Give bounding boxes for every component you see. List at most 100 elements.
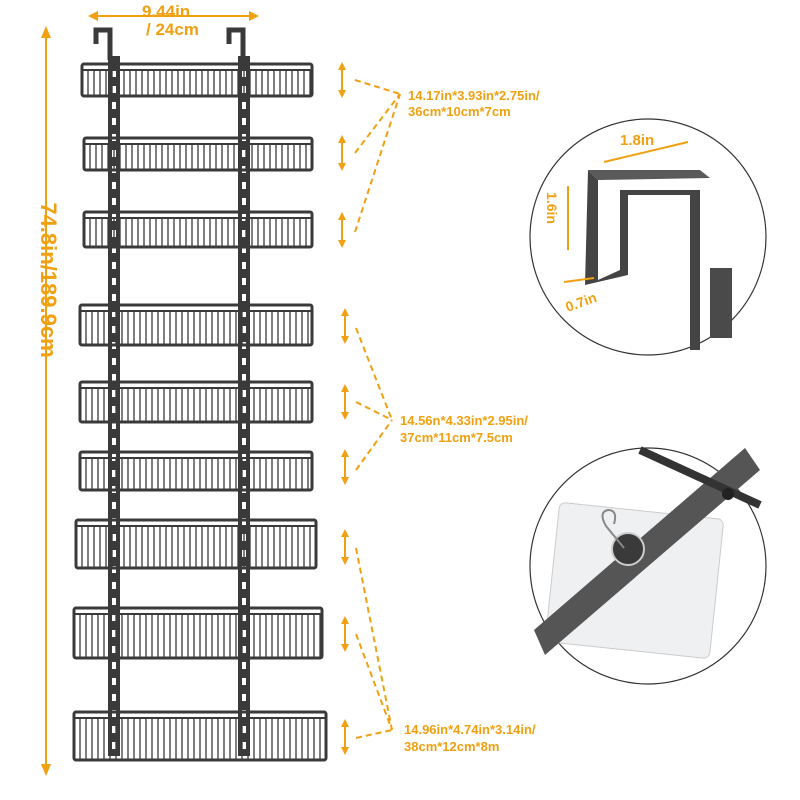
rail-hole <box>112 406 116 413</box>
rail-hole <box>112 262 116 269</box>
rail-hole <box>112 694 116 701</box>
height-arrowhead-bottom <box>41 764 51 776</box>
rail-hole <box>242 582 246 589</box>
rail-hole <box>242 406 246 413</box>
medium-basket-size-line2: 37cm*11cm*7.5cm <box>400 430 513 445</box>
rail-hole <box>242 694 246 701</box>
leader-line <box>354 93 401 233</box>
rail-hole <box>242 294 246 301</box>
basket-height-arrowhead <box>338 135 346 143</box>
basket-8 <box>72 606 324 660</box>
basket-height-arrowhead <box>338 240 346 248</box>
rail-hole <box>112 278 116 285</box>
rail-hole <box>112 534 116 541</box>
rail-hole <box>242 390 246 397</box>
hook-width-arrow <box>603 141 689 163</box>
hook-height-label-wrap: 1.6in <box>537 188 567 228</box>
height-arrowhead-top <box>41 26 51 38</box>
large-basket-size-line1: 14.96in*4.74in*3.14in/ <box>404 722 536 737</box>
height-label: 74.8in/189.9cm <box>36 202 61 358</box>
leader-line <box>355 401 393 421</box>
rail-hole <box>242 182 246 189</box>
rail-hole <box>112 182 116 189</box>
rail-hole <box>242 630 246 637</box>
rail-hole <box>112 646 116 653</box>
leader-line <box>354 79 401 95</box>
rail-hole <box>112 102 116 109</box>
hook-shape <box>585 170 700 350</box>
rail-hole <box>112 438 116 445</box>
rail-hole <box>112 310 116 317</box>
hook-height-label: 1.6in <box>544 192 560 224</box>
height-label-wrap: 74.8in/189.9cm <box>28 202 68 357</box>
basket-height-arrowhead <box>338 212 346 220</box>
rail-hole <box>112 70 116 77</box>
rail-hole <box>242 726 246 733</box>
rail-hole <box>112 246 116 253</box>
rail-hole <box>242 646 246 653</box>
basket-height-arrowhead <box>341 529 349 537</box>
rail-hole <box>242 678 246 685</box>
basket-4 <box>78 303 314 347</box>
basket-height-arrowhead <box>338 90 346 98</box>
basket-6 <box>78 450 314 492</box>
basket-height-arrowhead <box>341 616 349 624</box>
basket-1 <box>80 62 314 98</box>
leader-line <box>355 419 393 471</box>
rail-hole <box>242 502 246 509</box>
rail-hole <box>112 582 116 589</box>
rail-hole <box>112 742 116 749</box>
rail-hole <box>112 294 116 301</box>
leader-line <box>354 93 401 154</box>
basket-height-arrowhead <box>341 719 349 727</box>
rail-hole <box>242 470 246 477</box>
rail-hole <box>112 422 116 429</box>
small-basket-size-line1: 14.17in*3.93in*2.75in/ <box>408 88 540 103</box>
basket-height-arrowhead <box>341 747 349 755</box>
rail-hole <box>112 86 116 93</box>
rail-hole <box>242 230 246 237</box>
rail-hole <box>112 374 116 381</box>
rail-hole <box>112 726 116 733</box>
rail-hole <box>112 198 116 205</box>
rail-hole <box>112 118 116 125</box>
rail-hole <box>242 198 246 205</box>
rack <box>72 27 328 762</box>
basket-height-arrowhead <box>338 62 346 70</box>
hook-side-clip <box>710 268 732 338</box>
basket-height-arrowhead <box>341 412 349 420</box>
rail-hole <box>242 150 246 157</box>
large-basket-size-line2: 38cm*12cm*8m <box>404 739 500 754</box>
basket-height-arrowhead <box>338 163 346 171</box>
width-arrowhead-right <box>249 11 259 21</box>
rail-hole <box>242 662 246 669</box>
small-basket-size-line2: 36cm*10cm*7cm <box>408 104 511 119</box>
hook-button <box>611 532 645 566</box>
rail-hole <box>112 598 116 605</box>
width-label-in: 9.44in <box>142 2 191 21</box>
frame-edge <box>638 446 762 509</box>
leader-line <box>355 729 393 739</box>
rail-hole <box>242 374 246 381</box>
top-hook-right <box>226 27 246 60</box>
hook-detail-circle <box>529 118 767 356</box>
rail-hole <box>242 246 246 253</box>
rail-hole <box>242 278 246 285</box>
rail-hole <box>242 598 246 605</box>
dimension-lines <box>41 11 401 776</box>
leader-line <box>355 547 393 731</box>
basket-height-arrowhead <box>341 384 349 392</box>
adhesive-detail-circle <box>529 446 767 685</box>
rail-hole <box>112 390 116 397</box>
rail-hole <box>112 470 116 477</box>
rail-hole <box>112 662 116 669</box>
basket-height-arrowhead <box>341 308 349 316</box>
rail-hole <box>242 102 246 109</box>
rail-hole <box>242 262 246 269</box>
rail-hole <box>112 614 116 621</box>
rail-hole <box>242 614 246 621</box>
medium-basket-size-line1: 14.56n*4.33in*2.95in/ <box>400 413 528 428</box>
top-hook-left <box>93 27 113 60</box>
